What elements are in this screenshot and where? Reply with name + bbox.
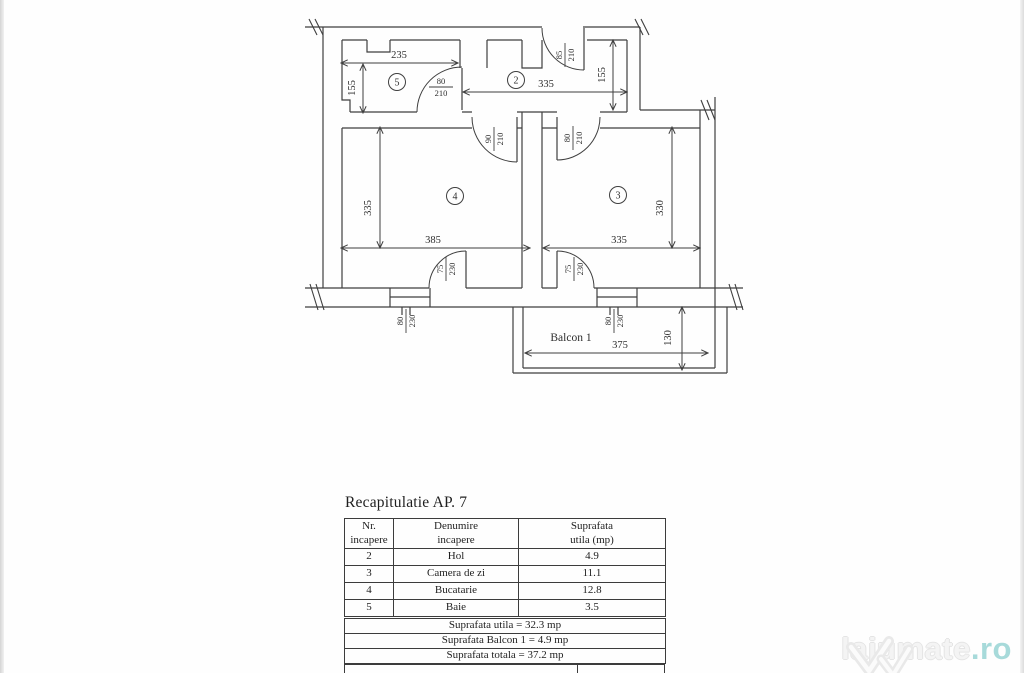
frac-den: 210 <box>574 132 584 145</box>
room-number: 5 <box>395 78 400 89</box>
room-number-badges: 5 2 4 3 <box>388 71 627 205</box>
room-number: 4 <box>453 192 458 203</box>
frac-den: 210 <box>435 88 448 98</box>
walls <box>305 26 743 374</box>
col-header-name: Denumire incapere <box>393 518 519 549</box>
dim-hall-width: 335 <box>538 79 554 90</box>
dim-bath-width: 235 <box>391 50 407 61</box>
frac-den: 230 <box>407 315 417 328</box>
kitchen-window-size: 80 230 <box>395 309 417 333</box>
recap-table-block: Recapitulatie AP. 7 Nr. incapere Denumir… <box>344 494 666 673</box>
summary-total-area: Suprafata totala = 37.2 mp <box>344 648 666 664</box>
summary-balcony-area: Suprafata Balcon 1 = 4.9 mp <box>344 633 666 649</box>
opening-size-labels: 80 210 85 210 90 210 80 210 75 <box>395 43 625 333</box>
room-number: 3 <box>616 191 621 202</box>
header-line: Suprafata <box>570 519 614 532</box>
door-arcs <box>416 27 601 289</box>
dim-living-width: 335 <box>611 235 627 246</box>
dim-balcony-height: 130 <box>663 330 674 346</box>
frac-num: 75 <box>563 265 573 274</box>
frac-num: 80 <box>437 76 446 86</box>
table-row: 5 Baie 3.5 <box>344 599 666 618</box>
floor-plan: 235 335 385 335 375 155 155 335 330 130 … <box>305 18 744 374</box>
dimension-lines <box>341 40 708 370</box>
watermark-tld: .ro <box>970 631 1012 666</box>
dim-kitchen-height: 335 <box>363 200 374 216</box>
lajumate-logo-icon <box>846 636 914 673</box>
page-edge-left <box>0 0 4 673</box>
dim-balcony-width: 375 <box>612 340 628 351</box>
frac-num: 80 <box>603 317 613 326</box>
balcony-label: Balcon 1 <box>550 332 591 344</box>
page-edge-right <box>1020 0 1024 673</box>
kitchen-door-size: 90 210 <box>483 127 505 151</box>
entrance-door-size: 85 210 <box>554 43 576 67</box>
frac-den: 230 <box>447 263 457 276</box>
cell-area: 3.5 <box>518 599 666 618</box>
room-badge-hallway: 2 <box>507 71 525 89</box>
dimension-labels: 235 335 385 335 375 155 155 335 330 130 <box>347 50 674 351</box>
header-line: incapere <box>350 533 388 546</box>
frac-den: 210 <box>566 49 576 62</box>
header-line: Nr. <box>362 519 376 532</box>
dim-living-height: 330 <box>655 200 666 216</box>
cell-name: Baie <box>393 599 519 618</box>
signature-block-partial: Executant <box>344 664 665 673</box>
recap-table: Nr. incapere Denumire incapere Suprafata… <box>344 518 666 664</box>
room-badge-kitchen: 4 <box>446 187 464 205</box>
table-row: 2 Hol 4.9 <box>344 548 666 566</box>
bath-door-size: 80 210 <box>429 76 453 98</box>
room-badge-living: 3 <box>609 186 627 204</box>
living-balcony-door-size: 75 230 <box>563 257 585 281</box>
dim-hall-height: 155 <box>597 67 608 83</box>
kitchen-balcony-door-size: 75 230 <box>435 257 457 281</box>
col-header-nr: Nr. incapere <box>344 518 394 549</box>
frac-num: 85 <box>554 51 564 60</box>
frac-den: 230 <box>615 315 625 328</box>
room-badge-bathroom: 5 <box>388 73 406 91</box>
header-line: Denumire <box>434 519 478 532</box>
frac-num: 80 <box>562 134 572 143</box>
cell-nr: 3 <box>344 565 394 583</box>
dim-kitchen-width: 385 <box>425 235 441 246</box>
cell-name: Hol <box>393 548 519 566</box>
cell-area: 4.9 <box>518 548 666 566</box>
cell-nr: 4 <box>344 582 394 600</box>
col-header-area: Suprafata utila (mp) <box>518 518 666 549</box>
site-watermark: lajumate.ro <box>841 631 1012 673</box>
recap-title: Recapitulatie AP. 7 <box>345 494 468 511</box>
wall-break-marks <box>308 18 744 311</box>
header-line: incapere <box>437 533 475 546</box>
dim-bath-height: 155 <box>347 80 358 96</box>
cell-nr: 5 <box>344 599 394 618</box>
cell-nr: 2 <box>344 548 394 566</box>
cell-area: 11.1 <box>518 565 666 583</box>
cell-name: Camera de zi <box>393 565 519 583</box>
signature-block-divider <box>577 665 578 673</box>
frac-num: 80 <box>395 317 405 326</box>
cell-area: 12.8 <box>518 582 666 600</box>
summary-row: Suprafata totala = 37.2 mp <box>344 648 666 664</box>
frac-num: 90 <box>483 135 493 144</box>
summary-row: Suprafata Balcon 1 = 4.9 mp <box>344 633 666 649</box>
header-line: utila (mp) <box>570 533 614 546</box>
frac-den: 230 <box>575 263 585 276</box>
cell-name: Bucatarie <box>393 582 519 600</box>
living-door-size: 80 210 <box>562 126 584 150</box>
frac-num: 75 <box>435 265 445 274</box>
table-row: 3 Camera de zi 11.1 <box>344 565 666 583</box>
summary-useful-area: Suprafata utila = 32.3 mp <box>344 616 666 634</box>
room-number: 2 <box>514 76 519 87</box>
living-window-size: 80 230 <box>603 309 625 333</box>
frac-den: 210 <box>495 133 505 146</box>
table-row: 4 Bucatarie 12.8 <box>344 582 666 600</box>
summary-row: Suprafata utila = 32.3 mp <box>344 616 666 634</box>
